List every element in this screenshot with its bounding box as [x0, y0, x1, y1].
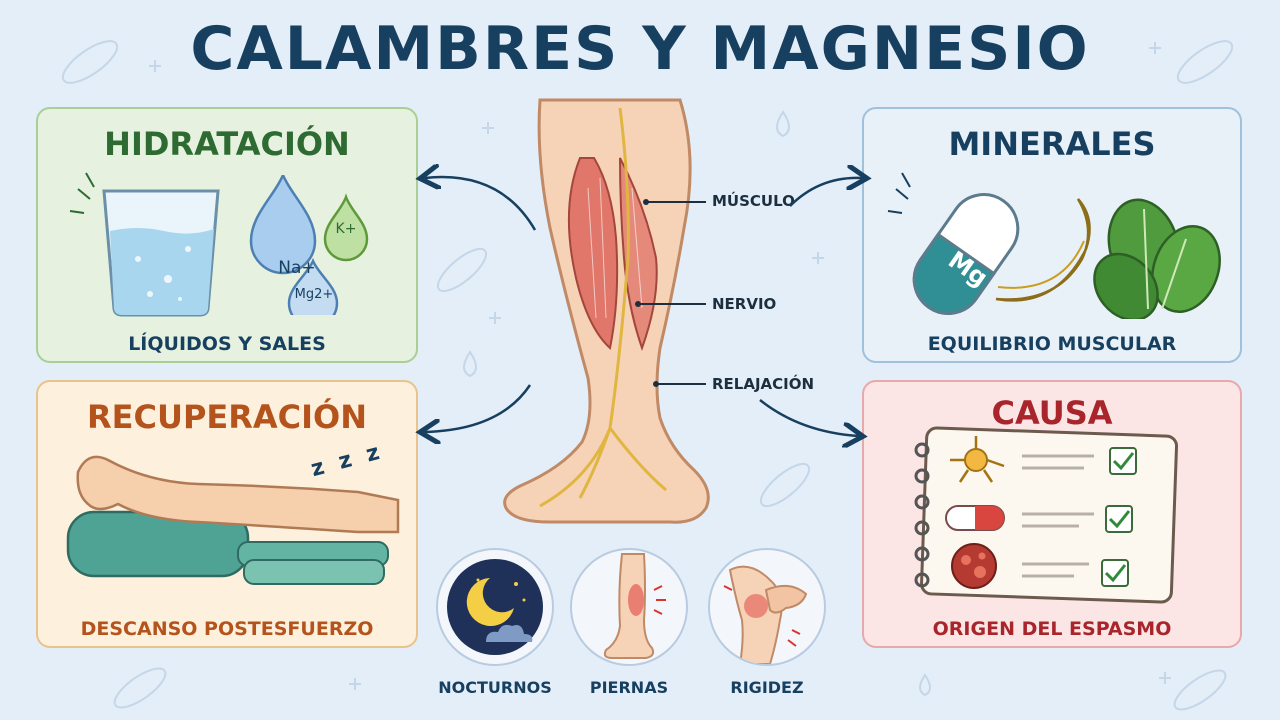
arrow-to-causa [759, 399, 858, 436]
electrolyte-drops-icon [249, 175, 369, 315]
leg-anatomy-illustration [503, 98, 710, 524]
card-causa-title: CAUSA [991, 394, 1113, 432]
card-hidratacion: HIDRATACIÓN Na+ K+ Mg2+ LÍQUIDOS Y SALES [36, 107, 418, 363]
card-causa-caption: ORIGEN DEL ESPASMO [932, 618, 1172, 640]
moon-icon [447, 559, 543, 655]
card-recuperacion-title: RECUPERACIÓN [86, 398, 368, 436]
minerals-illustration [887, 172, 1221, 319]
card-minerales-caption: EQUILIBRIO MUSCULAR [927, 333, 1177, 355]
spinach-icon [1093, 198, 1221, 319]
label-musculo: MÚSCULO [712, 192, 795, 210]
symptom-rigidez [708, 548, 826, 666]
arrow-to-minerales [789, 178, 862, 207]
capsule-icon [945, 505, 1005, 531]
knee-pain-icon [723, 565, 808, 664]
symptom-rigidez-label: RIGIDEZ [730, 678, 804, 697]
symptom-piernas [570, 548, 688, 666]
magnesium-pill-icon [912, 193, 1020, 315]
leg-pain-icon [603, 553, 666, 659]
symptom-piernas-label: PIERNAS [589, 678, 669, 697]
card-recuperacion-caption: DESCANSO POSTESFUERZO [80, 618, 374, 640]
blood-cell-icon [951, 543, 997, 589]
banana-icon [995, 198, 1091, 302]
card-hidratacion-title: HIDRATACIÓN [104, 125, 350, 163]
arrow-to-recuperacion [425, 384, 532, 432]
card-causa: CAUSA [862, 380, 1242, 648]
symptom-nocturnos-label: NOCTURNOS [438, 678, 552, 697]
potassium-ion-label: K+ [335, 221, 357, 237]
sodium-ion-label: Na+ [278, 258, 316, 278]
checkbox-icon [1101, 447, 1137, 587]
arrow-to-hidratacion [425, 177, 537, 231]
card-recuperacion: RECUPERACIÓN z z z DESCANSO POSTESFUERZO [36, 380, 418, 648]
card-hidratacion-caption: LÍQUIDOS Y SALES [128, 333, 326, 355]
water-glass-icon [69, 172, 220, 317]
magnesium-ion-label: Mg2+ [294, 287, 334, 302]
resting-leg-illustration [66, 455, 400, 585]
label-nervio: NERVIO [712, 295, 777, 313]
checklist-notebook-icon [914, 426, 1179, 604]
label-relajacion: RELAJACIÓN [712, 375, 815, 393]
nerve-icon [539, 107, 667, 508]
neuron-icon [950, 436, 1005, 483]
page-title: CALAMBRES Y MAGNESIO [190, 14, 1090, 84]
card-minerales-title: MINERALES [948, 125, 1156, 163]
symptom-nocturnos [436, 548, 554, 666]
card-minerales: MINERALES Mg EQUILIBRIO MUSCULAR [862, 107, 1242, 363]
leg-icon [76, 455, 400, 534]
